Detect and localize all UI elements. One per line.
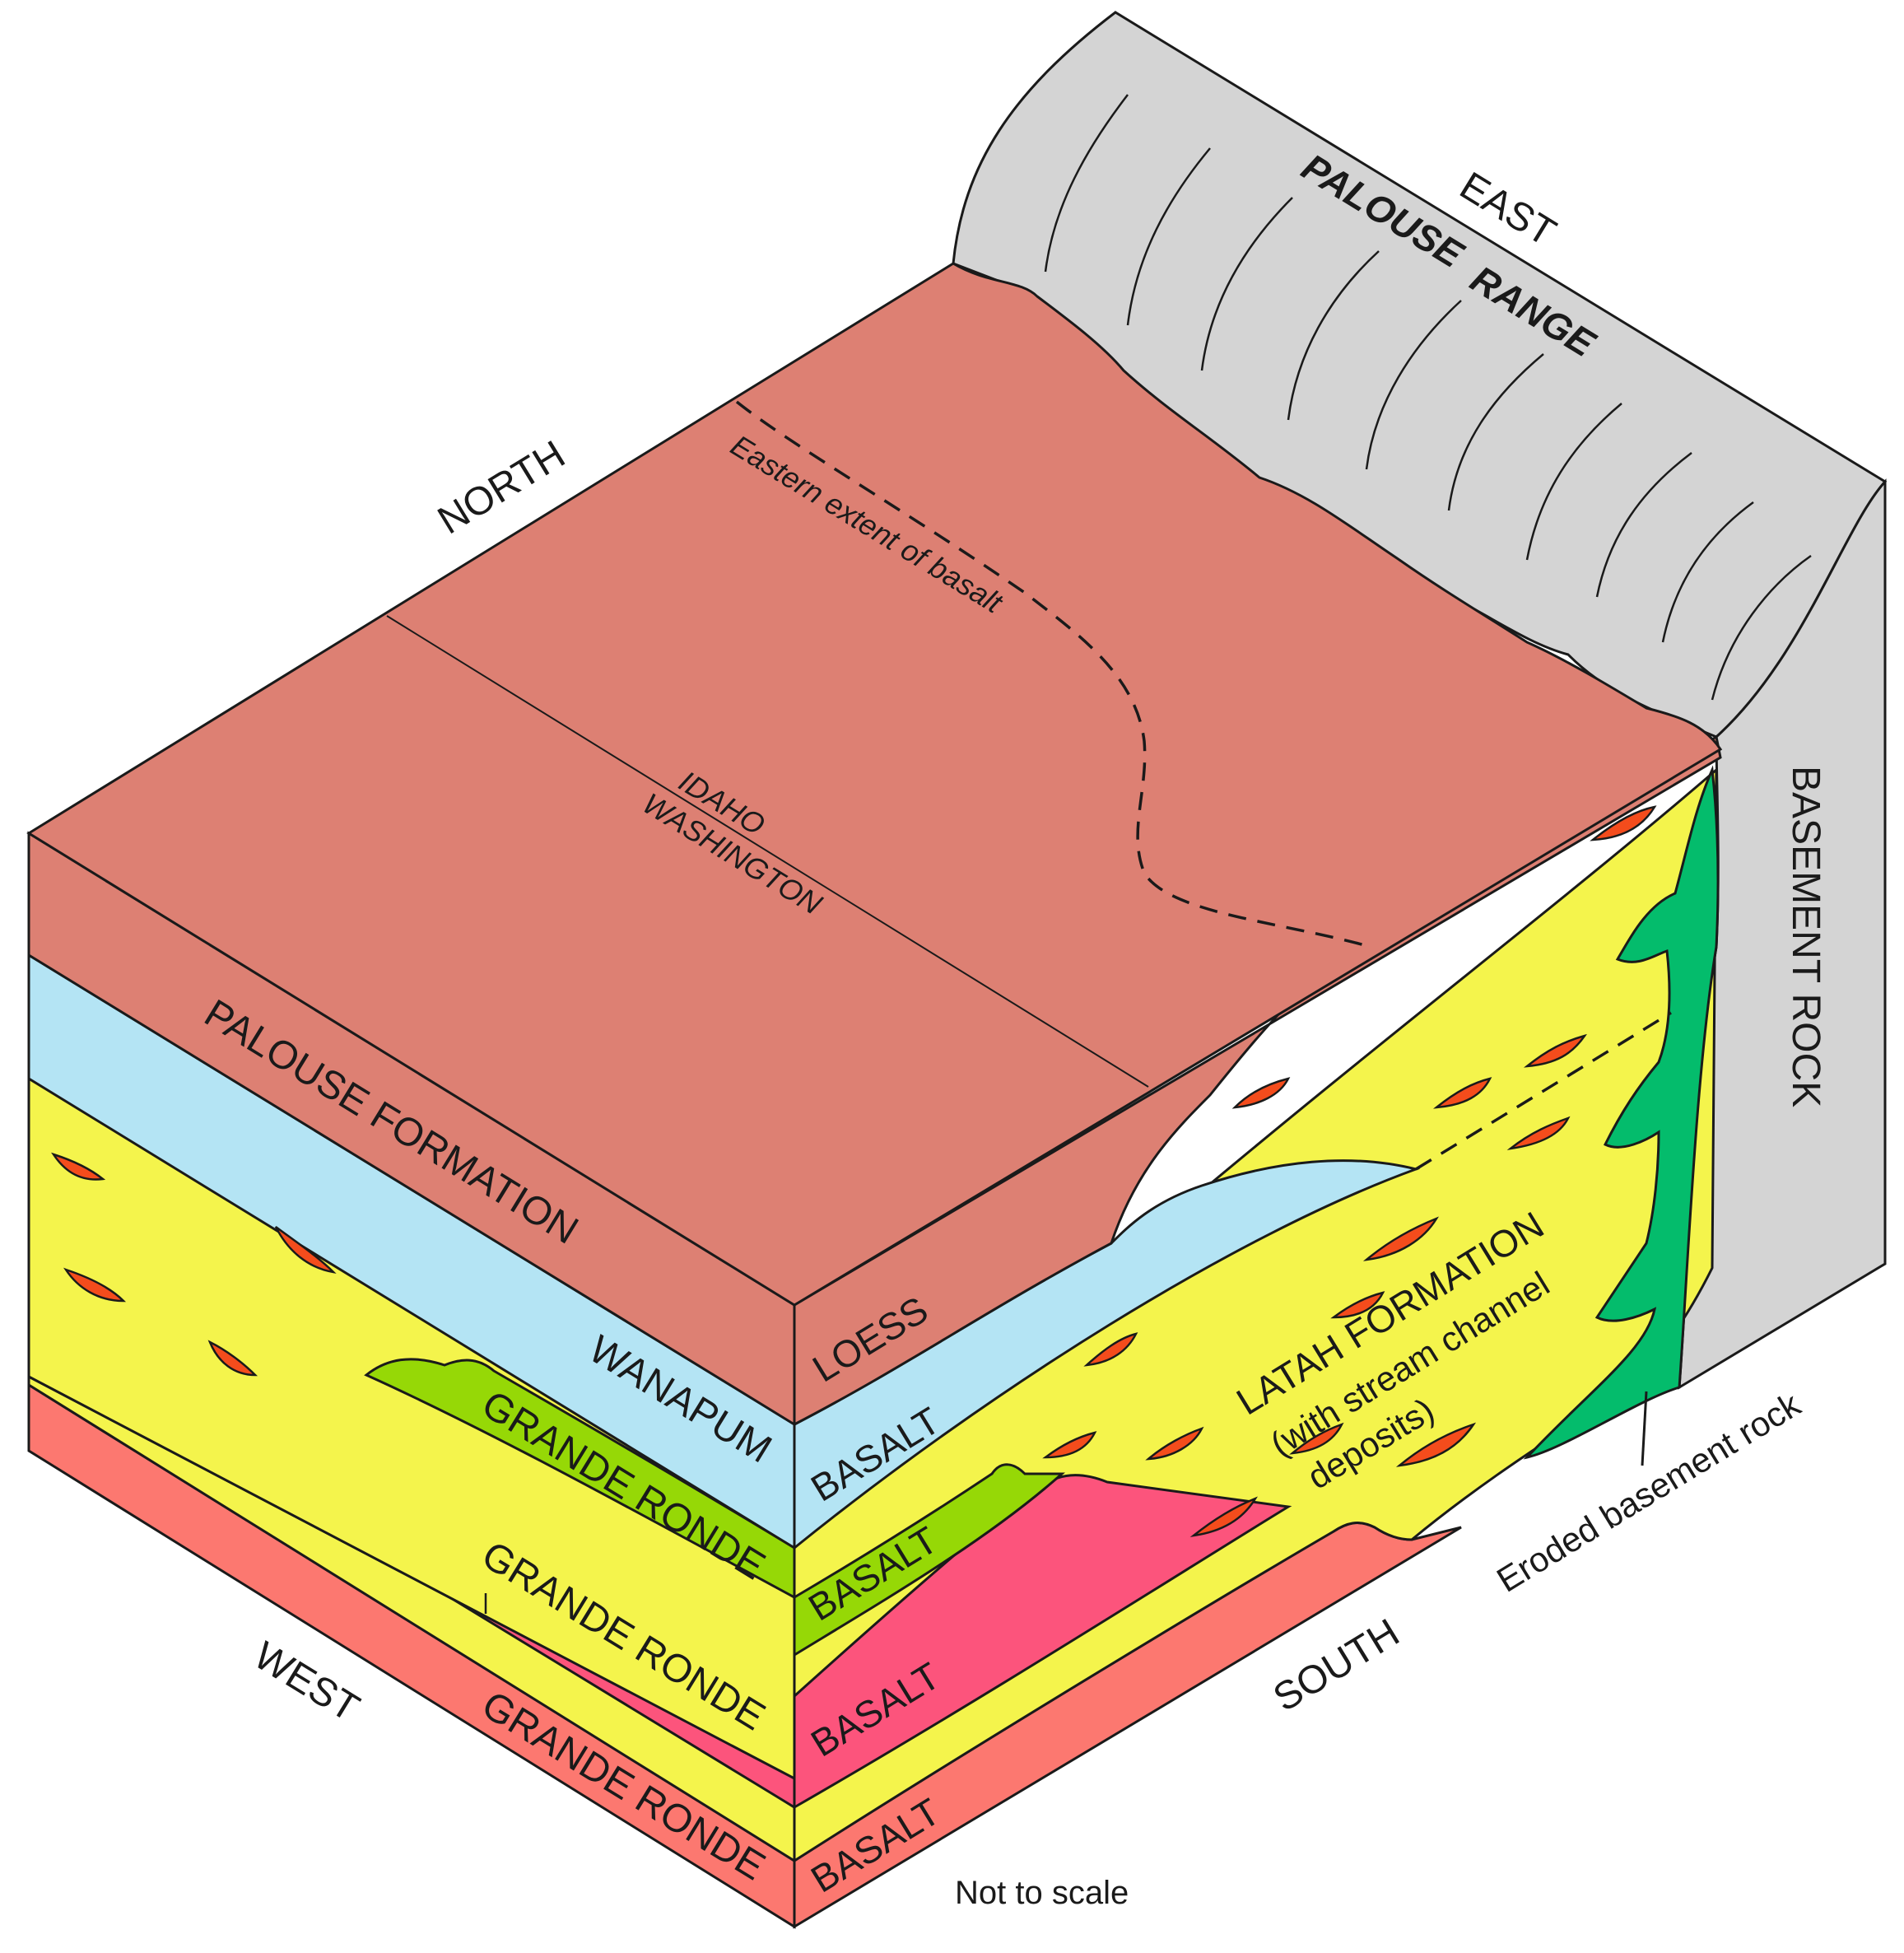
south-gr-green [793, 1463, 1065, 1657]
channel-deposits [51, 805, 1657, 1537]
state-border [386, 615, 1149, 1088]
basement-rock-label: BASEMENT ROCK [1784, 766, 1827, 1107]
palouse-range [952, 11, 1888, 1390]
eroded-leader [1641, 1391, 1648, 1466]
top-surface [26, 262, 1723, 1307]
west-gr-green [364, 1358, 796, 1600]
south-eroded-basement [1523, 765, 1720, 1460]
latah-dashed-contact [1415, 1011, 1672, 1171]
south-face [793, 734, 1722, 1929]
range-hatch [1044, 94, 1812, 701]
not-to-scale-label: Not to scale [955, 1875, 1129, 1911]
